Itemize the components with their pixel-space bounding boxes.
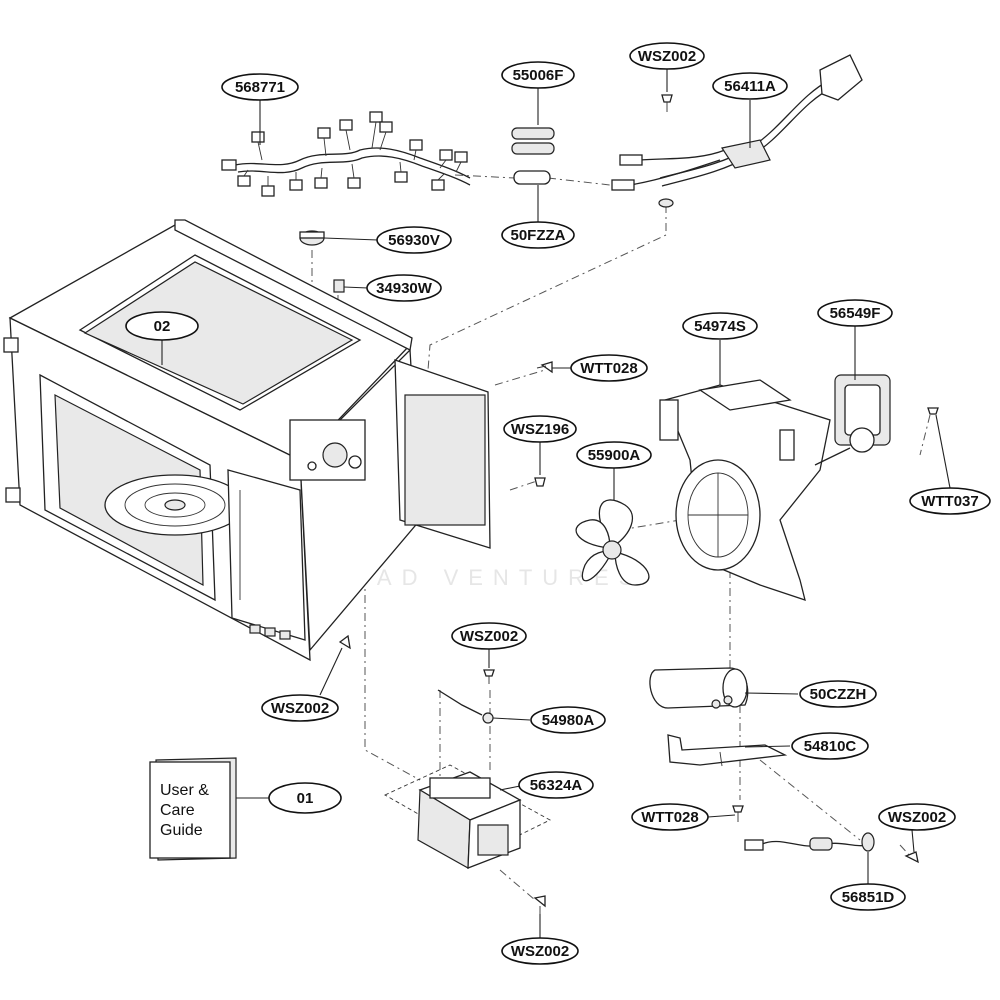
power-cord-drawing [611, 54, 863, 208]
svg-text:WSZ002: WSZ002 [511, 943, 569, 960]
label-WSZ002-bottom: WSZ002 [501, 937, 579, 965]
user-manual-book: User & Care Guide [149, 757, 237, 861]
svg-text:56549F: 56549F [830, 305, 881, 322]
svg-text:56324A: 56324A [530, 777, 583, 794]
label-50FZZA: 50FZZA [501, 221, 575, 249]
capacitor-drawing [649, 667, 749, 709]
label-55006F: 55006F [501, 61, 575, 89]
svg-text:WSZ196: WSZ196 [511, 421, 569, 438]
svg-text:54980A: 54980A [542, 712, 595, 729]
label-WSZ002-left: WSZ002 [261, 694, 339, 722]
svg-text:34930W: 34930W [376, 280, 433, 297]
label-56411A: 56411A [712, 72, 788, 100]
label-WTT028-bottom: WTT028 [631, 803, 709, 831]
label-56324A: 56324A [518, 771, 594, 799]
label-01: 01 [268, 782, 342, 814]
label-WTT037: WTT037 [909, 487, 991, 515]
fan-motor-drawing [814, 374, 891, 466]
svg-text:55900A: 55900A [588, 447, 641, 464]
label-WSZ002-right: WSZ002 [878, 803, 956, 831]
label-34930W: 34930W [366, 274, 442, 302]
label-50CZZH: 50CZZH [799, 680, 877, 708]
label-54810C: 54810C [791, 732, 869, 760]
manual-title-line-3: Guide [160, 822, 203, 839]
bracket-drawing [667, 734, 788, 767]
thermostat-drawing [299, 230, 345, 293]
svg-text:568771: 568771 [235, 79, 285, 96]
label-54980A: 54980A [530, 706, 606, 734]
fan-duct-drawing [659, 379, 831, 601]
label-WSZ196: WSZ196 [503, 415, 577, 443]
label-02: 02 [125, 311, 199, 341]
label-56851D: 56851D [830, 883, 906, 911]
label-568771: 568771 [221, 73, 299, 101]
manual-title-line-1: User & [160, 782, 209, 799]
fuse-drawing [511, 127, 555, 185]
svg-text:55006F: 55006F [513, 67, 564, 84]
label-55900A: 55900A [576, 441, 652, 469]
label-WTT028-top: WTT028 [570, 354, 648, 382]
latch-lever-drawing [437, 689, 494, 724]
svg-text:WSZ002: WSZ002 [271, 700, 329, 717]
svg-text:WSZ002: WSZ002 [460, 628, 518, 645]
leader-lines [161, 68, 951, 938]
label-56549F: 56549F [817, 299, 893, 327]
svg-text:WTT028: WTT028 [641, 809, 699, 826]
svg-text:WSZ002: WSZ002 [888, 809, 946, 826]
filter-cable-drawing [744, 832, 875, 852]
magnetron-drawing [384, 764, 551, 870]
svg-text:56930V: 56930V [388, 232, 440, 249]
label-54974S: 54974S [682, 312, 758, 340]
svg-text:02: 02 [154, 318, 171, 335]
label-56930V: 56930V [376, 226, 452, 254]
label-WSZ002-top: WSZ002 [629, 42, 705, 70]
label-WSZ002-mid: WSZ002 [451, 622, 527, 650]
wire-harness-drawing [221, 111, 471, 197]
svg-text:WTT037: WTT037 [921, 493, 979, 510]
manual-title-line-2: Care [160, 802, 195, 819]
svg-text:WTT028: WTT028 [580, 360, 638, 377]
svg-text:50FZZA: 50FZZA [510, 227, 565, 244]
svg-text:56411A: 56411A [724, 78, 776, 95]
svg-text:54974S: 54974S [694, 318, 746, 335]
svg-text:54810C: 54810C [804, 738, 857, 755]
oven-cavity-drawing [3, 219, 491, 662]
fan-blade-drawing [575, 499, 650, 586]
svg-text:50CZZH: 50CZZH [810, 686, 867, 703]
svg-text:WSZ002: WSZ002 [638, 48, 696, 65]
svg-text:01: 01 [297, 790, 314, 807]
svg-text:56851D: 56851D [842, 889, 895, 906]
screws-drawing [338, 94, 939, 914]
